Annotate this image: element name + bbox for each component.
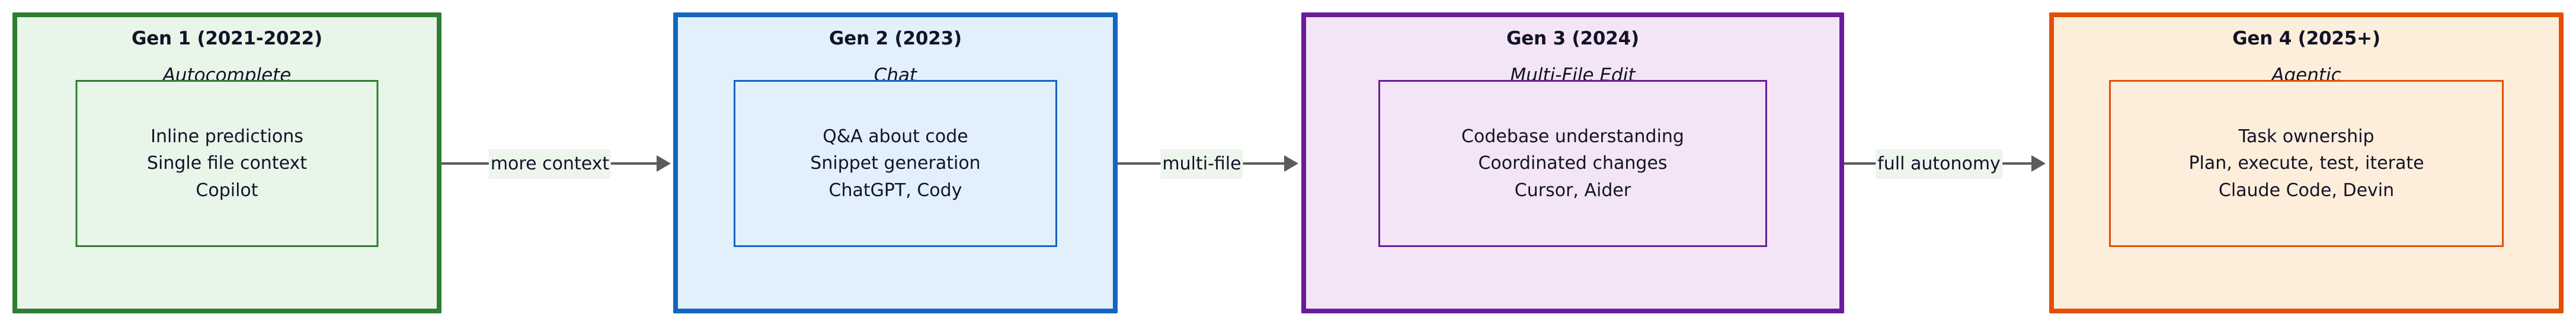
edge-label-gen3-to-gen4: full autonomy bbox=[1876, 149, 2002, 179]
arrow-head-icon-gen2-to-gen3 bbox=[1284, 155, 1298, 172]
generation-title-gen2: Gen 2 (2023) bbox=[829, 28, 962, 49]
generation-feature-line: Single file context bbox=[146, 153, 308, 174]
generation-feature-line: Snippet generation bbox=[810, 153, 981, 174]
edge-label-gen1-to-gen2: more context bbox=[488, 149, 612, 179]
generation-feature-line: Plan, execute, test, iterate bbox=[2188, 153, 2424, 174]
generation-feature-line: Q&A about code bbox=[823, 126, 968, 147]
arrow-head-icon-gen3-to-gen4 bbox=[2031, 155, 2046, 172]
generation-title-gen1: Gen 1 (2021-2022) bbox=[131, 28, 323, 49]
generation-feature-line: Copilot bbox=[196, 179, 258, 201]
generation-feature-line: ChatGPT, Cody bbox=[828, 179, 962, 201]
generation-feature-line: Task ownership bbox=[2238, 126, 2375, 147]
generation-title-gen4: Gen 4 (2025+) bbox=[2232, 28, 2380, 49]
generation-feature-line: Inline predictions bbox=[151, 126, 303, 147]
generation-title-gen3: Gen 3 (2024) bbox=[1506, 28, 1639, 49]
generation-feature-line: Coordinated changes bbox=[1478, 153, 1668, 174]
generation-feature-line: Codebase understanding bbox=[1461, 126, 1684, 147]
generation-feature-line: Cursor, Aider bbox=[1514, 179, 1631, 201]
arrow-head-icon-gen1-to-gen2 bbox=[657, 155, 671, 172]
edge-label-gen2-to-gen3: multi-file bbox=[1160, 149, 1243, 179]
generation-feature-line: Claude Code, Devin bbox=[2218, 179, 2395, 201]
